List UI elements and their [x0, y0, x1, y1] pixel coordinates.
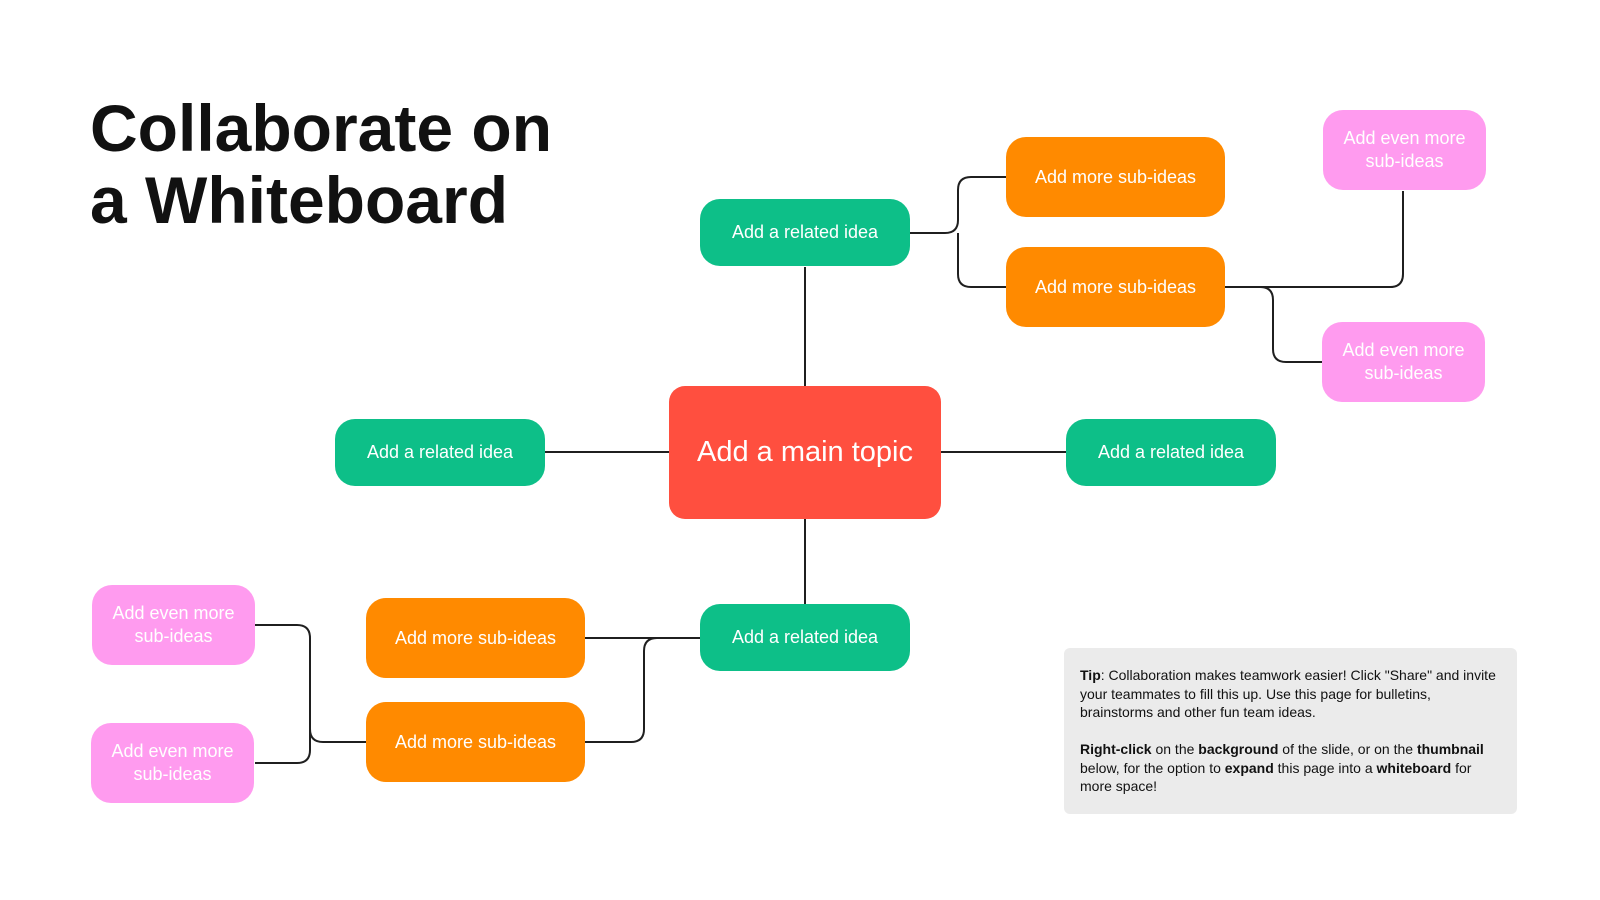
- tip-box: Tip: Collaboration makes teamwork easier…: [1064, 648, 1517, 814]
- even-sub-idea-label: Add even more sub-ideas: [111, 741, 234, 784]
- even-sub-idea-bottom-2[interactable]: Add even more sub-ideas: [91, 723, 254, 803]
- tip-whiteboard: whiteboard: [1376, 759, 1452, 776]
- related-idea-right[interactable]: Add a related idea: [1066, 419, 1276, 486]
- sub-idea-bottom-2[interactable]: Add more sub-ideas: [366, 702, 585, 782]
- even-sub-idea-label: Add even more sub-ideas: [112, 603, 235, 646]
- tip-expand: expand: [1224, 759, 1274, 776]
- main-topic-node[interactable]: Add a main topic: [669, 386, 941, 519]
- tip-text: for more space!: [1080, 759, 1472, 795]
- sub-idea-label: Add more sub-ideas: [394, 627, 557, 648]
- tip-paragraph-1: Tip: Collaboration makes teamwork easier…: [1080, 666, 1501, 722]
- sub-idea-top-1[interactable]: Add more sub-ideas: [1006, 137, 1225, 217]
- related-idea-left[interactable]: Add a related idea: [335, 419, 545, 486]
- sub-idea-bottom-1[interactable]: Add more sub-ideas: [366, 598, 585, 678]
- related-idea-top[interactable]: Add a related idea: [700, 199, 910, 266]
- tip-text: below, for the option to: [1080, 759, 1225, 776]
- tip-text: : Collaboration makes teamwork easier! C…: [1080, 667, 1496, 720]
- connector-sub-even-down: [1225, 286, 1322, 363]
- sub-idea-label: Add more sub-ideas: [394, 731, 557, 752]
- even-sub-idea-top-1[interactable]: Add even more sub-ideas: [1323, 110, 1486, 190]
- page-title: Collaborate on a Whiteboard: [90, 92, 552, 236]
- sub-idea-top-2[interactable]: Add more sub-ideas: [1006, 247, 1225, 327]
- connector-sub-even-bottom: [255, 624, 366, 764]
- sub-idea-label: Add more sub-ideas: [1034, 276, 1197, 297]
- tip-thumbnail: thumbnail: [1416, 741, 1484, 757]
- tip-background: background: [1198, 741, 1279, 757]
- related-idea-label: Add a related idea: [1097, 442, 1245, 462]
- connector-bottom-sub: [585, 637, 700, 743]
- title-line-1: Collaborate on: [90, 91, 553, 165]
- even-sub-idea-label: Add even more sub-ideas: [1343, 128, 1466, 171]
- sub-idea-label: Add more sub-ideas: [1034, 166, 1197, 187]
- related-idea-label: Add a related idea: [731, 222, 879, 242]
- tip-text: on the: [1151, 741, 1199, 757]
- main-topic-label: Add a main topic: [696, 436, 913, 468]
- even-sub-idea-label: Add even more sub-ideas: [1342, 340, 1465, 383]
- related-idea-bottom[interactable]: Add a related idea: [700, 604, 910, 671]
- tip-right-click: Right-click: [1080, 741, 1152, 757]
- related-idea-label: Add a related idea: [731, 627, 879, 647]
- tip-text: of the slide, or on the: [1278, 741, 1417, 757]
- even-sub-idea-top-2[interactable]: Add even more sub-ideas: [1322, 322, 1485, 402]
- connector-top-sub: [910, 176, 1006, 288]
- even-sub-idea-bottom-1[interactable]: Add even more sub-ideas: [92, 585, 255, 665]
- tip-label: Tip: [1080, 667, 1101, 683]
- tip-paragraph-2: Right-click on the background of the sli…: [1080, 740, 1501, 796]
- title-line-2: a Whiteboard: [90, 163, 509, 237]
- tip-text: this page into a: [1273, 759, 1377, 776]
- connector-sub-even-up: [1225, 191, 1404, 288]
- related-idea-label: Add a related idea: [366, 442, 514, 462]
